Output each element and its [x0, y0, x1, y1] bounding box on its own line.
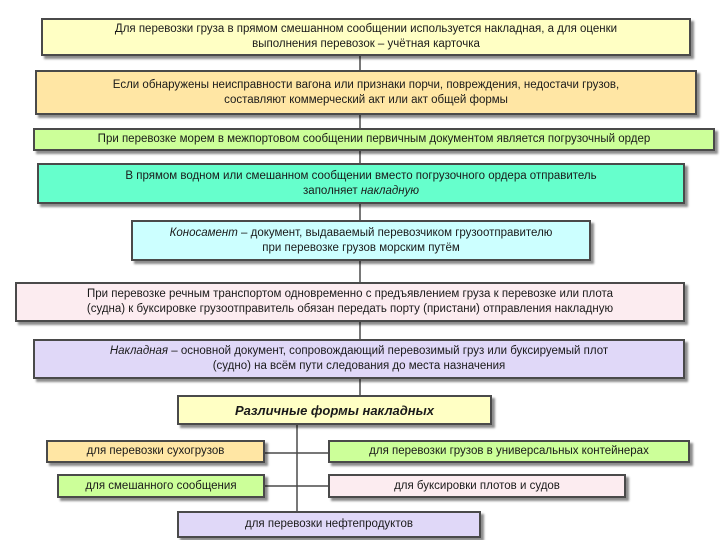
box-text-term: накладную [360, 184, 419, 197]
flow-box-river-transport: При перевозке речным транспортом одновре… [15, 282, 685, 322]
box-text-term: Накладная [109, 345, 169, 357]
box-text-line: При перевозке морем в межпортовом сообще… [97, 133, 651, 145]
box-text-fragment: – документ, выдаваемый перевозчиком груз… [237, 226, 553, 239]
box-text-line: Коносамент – документ, выдаваемый перево… [170, 226, 553, 241]
form-item-mixed-traffic: для смешанного сообщения [57, 474, 265, 498]
flow-box-consignment-note-and-record-card: Для перевозки груза в прямом смешанном с… [41, 18, 691, 56]
box-text-line: (судно) на всём пути следования до места… [212, 360, 506, 372]
box-text-line: составляют коммерческий акт или акт обще… [224, 93, 508, 106]
box-text-term: Коносамент [169, 226, 238, 239]
form-item-label: для перевозки грузов в универсальных кон… [369, 445, 649, 457]
form-item-petroleum-products: для перевозки нефтепродуктов [177, 511, 481, 538]
box-text-line: выполнения перевозок – учётная карточка [252, 38, 480, 50]
form-item-label: для перевозки нефтепродуктов [245, 518, 413, 530]
form-item-label: для смешанного сообщения [85, 479, 237, 492]
form-item-label: для буксировки плотов и судов [394, 479, 560, 492]
flow-box-bill-of-lading: Коносамент – документ, выдаваемый перево… [131, 220, 591, 261]
form-item-label: для перевозки сухогрузов [86, 445, 225, 457]
box-text-fragment: – основной документ, сопровождающий пере… [168, 345, 609, 357]
box-text-line: При перевозке речным транспортом одновре… [86, 288, 614, 300]
box-text-line: заполняет накладную [303, 184, 419, 199]
box-text-line: (судна) к буксировке грузоотправитель об… [86, 303, 614, 315]
box-text-line: Для перевозки груза в прямом смешанном с… [114, 23, 618, 35]
flow-box-commercial-act: Если обнаружены неисправности вагона или… [35, 70, 697, 115]
form-item-universal-containers: для перевозки грузов в универсальных кон… [328, 440, 690, 463]
flow-box-loading-order: При перевозке морем в межпортовом сообще… [33, 128, 715, 151]
form-item-dry-cargo: для перевозки сухогрузов [46, 440, 265, 463]
form-item-towing-rafts-vessels: для буксировки плотов и судов [328, 474, 626, 498]
flow-box-consignment-note-definition: Накладная – основной документ, сопровожд… [33, 339, 685, 379]
forms-heading: Различные формы накладных [234, 402, 434, 418]
forms-heading-box: Различные формы накладных [177, 395, 492, 425]
box-text-line: В прямом водном или смешанном сообщении … [125, 169, 597, 182]
box-text-line: Накладная – основной документ, сопровожд… [110, 344, 608, 359]
box-text-line: при перевозке грузов морским путём [262, 241, 460, 254]
box-text-line: Если обнаружены неисправности вагона или… [112, 78, 620, 91]
flow-box-fills-consignment-note: В прямом водном или смешанном сообщении … [37, 163, 685, 204]
box-text-fragment: заполняет [303, 184, 361, 197]
